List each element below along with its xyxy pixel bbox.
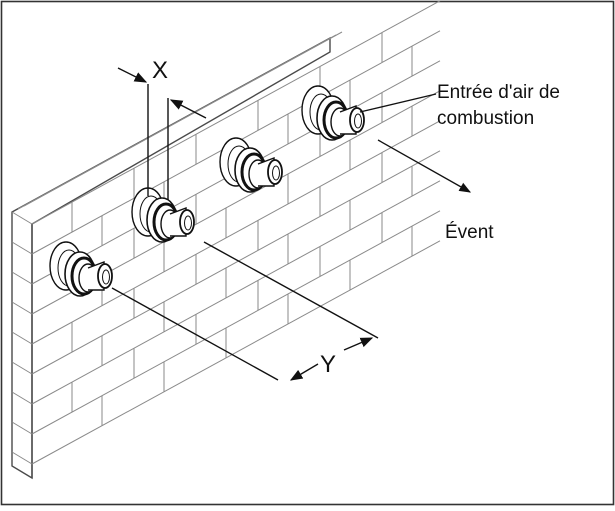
terminals bbox=[49, 85, 365, 297]
mortar-side-4 bbox=[11, 331, 33, 345]
mortar-course-6 bbox=[31, 180, 441, 405]
mortar-side-0 bbox=[11, 211, 33, 225]
x-arrow-right bbox=[169, 99, 207, 119]
mortar-side-2 bbox=[11, 271, 33, 285]
x-arrow-left bbox=[117, 67, 148, 83]
mortar-side-6 bbox=[11, 391, 33, 405]
combustion-air-label-line2: combustion bbox=[437, 108, 534, 129]
terminal-2 bbox=[131, 187, 195, 243]
mortar-course-0 bbox=[31, 0, 441, 225]
mortar-side-3 bbox=[11, 301, 33, 315]
dimension-x-label: X bbox=[152, 57, 168, 84]
mortar-course-4 bbox=[31, 120, 441, 345]
y-extension-line-right bbox=[203, 241, 379, 339]
terminal-1 bbox=[49, 241, 113, 297]
wall-cap-line-2 bbox=[23, 31, 343, 207]
combustion-air-leader bbox=[359, 93, 437, 113]
vent-pipe-bore bbox=[184, 215, 192, 231]
combustion-air-callout: Entrée d'air de combustion bbox=[359, 82, 560, 129]
dimension-y-label: Y bbox=[320, 351, 336, 378]
vent-pipe-bore bbox=[272, 165, 280, 181]
mortar-course-5 bbox=[31, 150, 441, 375]
mortar-course-8 bbox=[31, 240, 441, 465]
terminal-4 bbox=[301, 85, 365, 141]
mortar-side-7 bbox=[11, 421, 33, 435]
vent-pipe-bore bbox=[102, 269, 110, 285]
dimension-x: X bbox=[117, 57, 207, 200]
y-arrow-left bbox=[289, 363, 319, 381]
mortar-side-1 bbox=[11, 241, 33, 255]
terminal-3 bbox=[219, 137, 283, 193]
vent-pipe-bore bbox=[354, 113, 362, 129]
mortar-side-5 bbox=[11, 361, 33, 375]
mortar-side-8 bbox=[11, 451, 33, 465]
vent-callout: Évent bbox=[377, 139, 494, 243]
y-extension-line-left bbox=[111, 287, 279, 381]
vent-arrow bbox=[377, 139, 472, 193]
y-arrow-right bbox=[343, 337, 374, 351]
vent-label: Évent bbox=[445, 222, 494, 243]
mortar-course-7 bbox=[31, 210, 441, 435]
combustion-air-label-line1: Entrée d'air de bbox=[437, 82, 560, 103]
dimension-y: Y bbox=[111, 241, 379, 381]
